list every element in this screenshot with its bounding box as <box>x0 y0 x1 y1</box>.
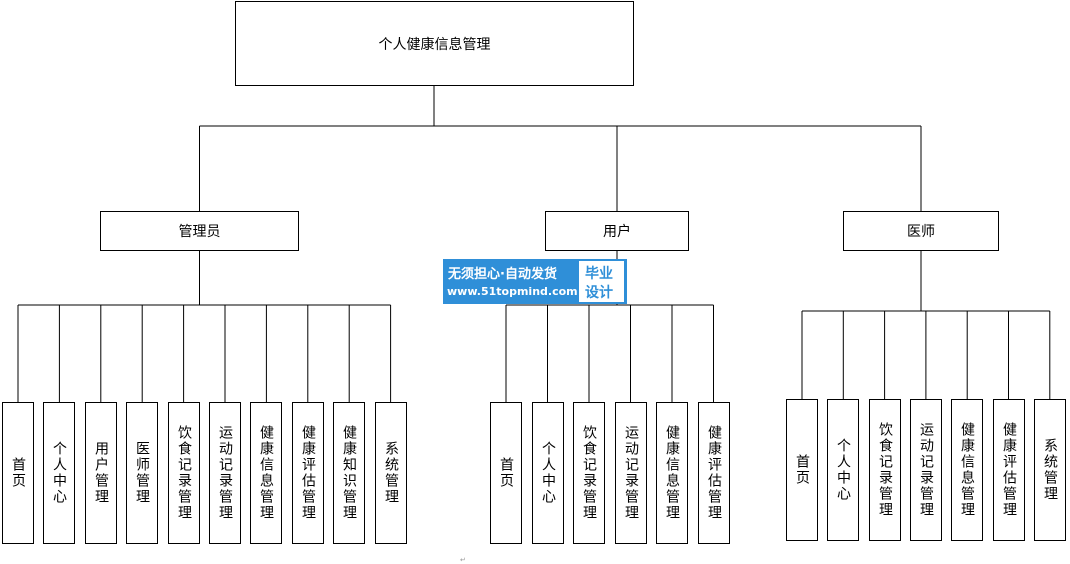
role-node-0: 管理员 <box>100 211 299 251</box>
role-node-1-label: 用户 <box>603 224 631 240</box>
role-1-child-node-1: 个人中心 <box>532 402 564 544</box>
role-0-child-node-9: 系统管理 <box>375 402 407 544</box>
role-0-child-node-0: 首页 <box>2 402 34 544</box>
role-0-child-node-2-label: 用户管理 <box>93 441 109 505</box>
role-0-child-node-2: 用户管理 <box>85 402 117 544</box>
root-node-label: 个人健康信息管理 <box>378 36 491 53</box>
role-0-child-node-4: 饮食记录管理 <box>168 402 200 544</box>
role-0-child-node-7-label: 健康评估管理 <box>300 425 316 521</box>
role-0-child-node-8-label: 健康知识管理 <box>341 425 357 521</box>
role-0-child-node-5-label: 运动记录管理 <box>217 425 233 521</box>
role-2-child-node-1-label: 个人中心 <box>835 438 851 502</box>
role-node-2: 医师 <box>843 211 999 251</box>
role-0-child-node-0-label: 首页 <box>10 457 26 489</box>
role-node-0-label: 管理员 <box>178 224 221 240</box>
role-2-child-node-0: 首页 <box>786 399 818 541</box>
role-1-child-node-0-label: 首页 <box>498 457 514 489</box>
role-node-2-label: 医师 <box>907 224 935 240</box>
role-1-child-node-0: 首页 <box>490 402 522 544</box>
watermark-badge-line2: 设计 <box>585 285 613 301</box>
role-0-child-node-3: 医师管理 <box>126 402 158 544</box>
role-2-child-node-1: 个人中心 <box>827 399 859 541</box>
role-0-child-node-6: 健康信息管理 <box>250 402 282 544</box>
role-2-child-node-3: 运动记录管理 <box>910 399 942 541</box>
role-0-child-node-1: 个人中心 <box>43 402 75 544</box>
role-2-child-node-4-label: 健康信息管理 <box>959 422 975 518</box>
watermark-badge-line1: 毕业 <box>585 266 613 282</box>
role-2-child-node-6: 系统管理 <box>1034 399 1066 541</box>
role-1-child-node-4-label: 健康信息管理 <box>664 425 680 521</box>
role-0-child-node-6-label: 健康信息管理 <box>258 425 274 521</box>
role-node-1: 用户 <box>545 211 689 251</box>
watermark-slogan: 无须担心·自动发货 <box>448 267 557 282</box>
role-2-child-node-5-label: 健康评估管理 <box>1001 422 1017 518</box>
role-1-child-node-2: 饮食记录管理 <box>573 402 605 544</box>
role-0-child-node-4-label: 饮食记录管理 <box>176 425 192 521</box>
watermark-url: www.51topmind.com <box>447 285 578 298</box>
role-0-child-node-3-label: 医师管理 <box>134 441 150 505</box>
role-0-child-node-1-label: 个人中心 <box>51 441 67 505</box>
role-0-child-node-7: 健康评估管理 <box>292 402 324 544</box>
role-1-child-node-4: 健康信息管理 <box>656 402 688 544</box>
role-2-child-node-5: 健康评估管理 <box>993 399 1025 541</box>
watermark-badge: 毕业 设计 <box>579 261 624 302</box>
role-0-child-node-9-label: 系统管理 <box>383 441 399 505</box>
role-0-child-node-5: 运动记录管理 <box>209 402 241 544</box>
watermark-banner: 无须担心·自动发货 www.51topmind.com 毕业 设计 <box>443 259 627 304</box>
role-2-child-node-2: 饮食记录管理 <box>869 399 901 541</box>
role-1-child-node-5: 健康评估管理 <box>698 402 730 544</box>
role-1-child-node-2-label: 饮食记录管理 <box>581 425 597 521</box>
paragraph-mark: ↵ <box>460 556 466 564</box>
root-node: 个人健康信息管理 <box>235 1 634 86</box>
role-1-child-node-5-label: 健康评估管理 <box>706 425 722 521</box>
role-1-child-node-1-label: 个人中心 <box>540 441 556 505</box>
role-0-child-node-8: 健康知识管理 <box>333 402 365 544</box>
role-2-child-node-0-label: 首页 <box>794 454 810 486</box>
role-1-child-node-3-label: 运动记录管理 <box>623 425 639 521</box>
role-2-child-node-4: 健康信息管理 <box>951 399 983 541</box>
role-2-child-node-3-label: 运动记录管理 <box>918 422 934 518</box>
role-1-child-node-3: 运动记录管理 <box>615 402 647 544</box>
role-2-child-node-6-label: 系统管理 <box>1042 438 1058 502</box>
role-2-child-node-2-label: 饮食记录管理 <box>877 422 893 518</box>
